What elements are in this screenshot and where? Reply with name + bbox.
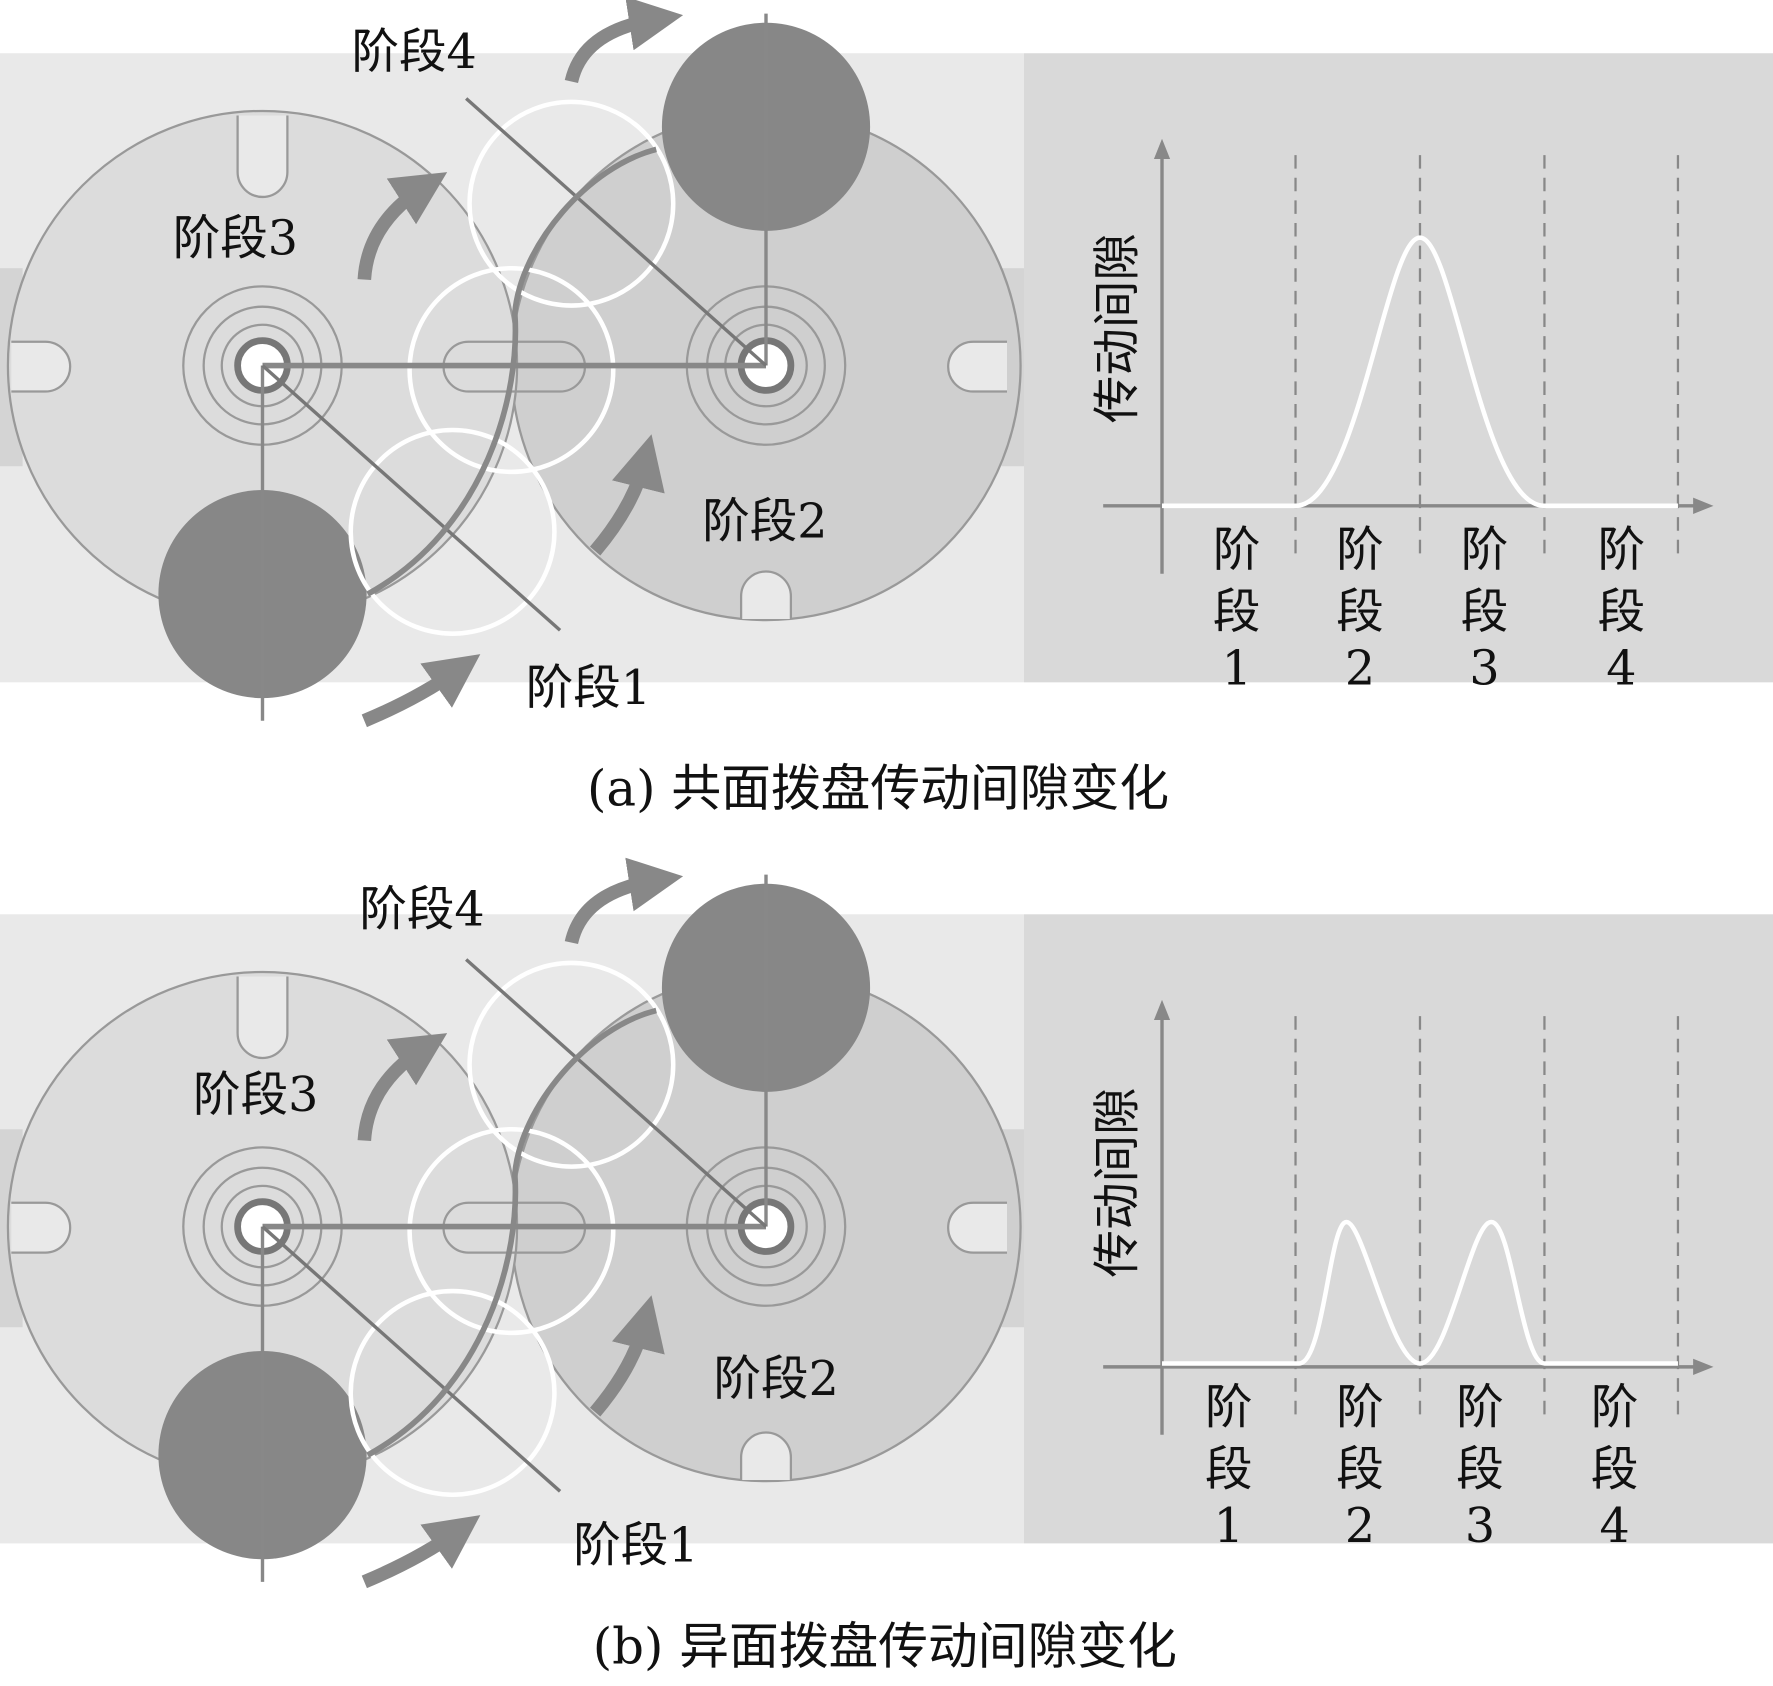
svg-text:3: 3: [1465, 1499, 1495, 1554]
svg-text:段: 段: [1461, 585, 1509, 640]
x-ticks-b: 阶段1 阶段2 阶段3 阶段4: [1205, 1380, 1638, 1554]
svg-text:4: 4: [1599, 1499, 1629, 1554]
svg-text:段: 段: [1213, 585, 1261, 640]
svg-text:阶: 阶: [1213, 523, 1261, 578]
svg-text:阶: 阶: [1598, 523, 1646, 578]
svg-text:阶: 阶: [1591, 1380, 1639, 1435]
caption-b: (b) 异面拨盘传动间隙变化: [593, 1617, 1177, 1675]
svg-text:段: 段: [1456, 1443, 1504, 1498]
stage-1-label: 阶段1: [526, 661, 651, 716]
y-axis-label: 传动间隙: [1091, 233, 1146, 423]
clearance-curve-a: [1162, 235, 1678, 509]
x-ticks-a: 阶段1 阶段2 阶段3 阶段4: [1213, 523, 1645, 697]
clearance-curve-b: [1162, 1219, 1678, 1366]
svg-text:段: 段: [1598, 585, 1646, 640]
stage-3-label: 阶段3: [193, 1068, 318, 1123]
svg-text:阶: 阶: [1336, 1380, 1384, 1435]
svg-text:1: 1: [1222, 642, 1252, 697]
svg-text:阶: 阶: [1456, 1380, 1504, 1435]
svg-text:4: 4: [1606, 642, 1636, 697]
svg-text:阶: 阶: [1461, 523, 1509, 578]
y-axis-label: 传动间隙: [1091, 1087, 1146, 1277]
svg-text:段: 段: [1205, 1443, 1253, 1498]
caption-a: (a) 共面拨盘传动间隙变化: [587, 760, 1169, 818]
panel-b: 阶段1 阶段2 阶段3 阶段4 传动间隙 阶段1 阶段2 阶段3 阶段4 (b)…: [0, 875, 1773, 1675]
stage-4-label: 阶段4: [359, 883, 484, 938]
stage-2-label: 阶段2: [702, 495, 827, 550]
svg-text:段: 段: [1336, 1443, 1384, 1498]
stage-4-label: 阶段4: [351, 25, 476, 80]
svg-text:2: 2: [1345, 642, 1375, 697]
svg-text:段: 段: [1591, 1443, 1639, 1498]
stage-3-label: 阶段3: [173, 212, 298, 267]
svg-text:2: 2: [1345, 1499, 1375, 1554]
svg-text:1: 1: [1214, 1499, 1244, 1554]
panel-a: 阶段1 阶段2 阶段3 阶段4 传动间隙 阶段1 阶段2 阶段3 阶段4 (a)…: [0, 14, 1773, 818]
svg-text:阶: 阶: [1336, 523, 1384, 578]
svg-text:3: 3: [1469, 642, 1499, 697]
svg-text:阶: 阶: [1205, 1380, 1253, 1435]
stage-2-label: 阶段2: [714, 1352, 839, 1407]
svg-text:段: 段: [1336, 585, 1384, 640]
stage-1-label: 阶段1: [573, 1518, 698, 1573]
